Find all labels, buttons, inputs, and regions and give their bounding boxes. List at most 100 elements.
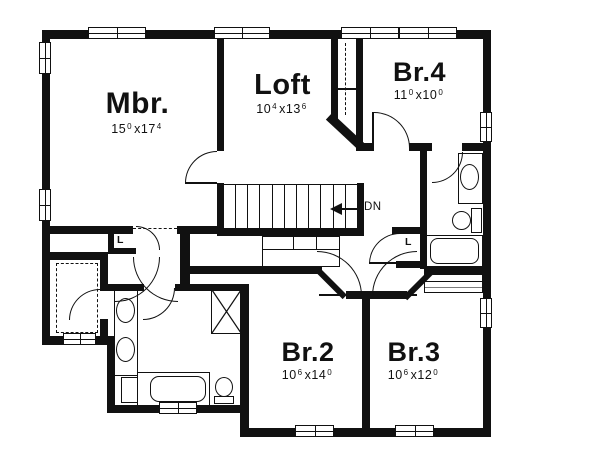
- dim-sup: 6: [301, 102, 307, 112]
- window-icon: [63, 333, 96, 345]
- wall-segment: [42, 252, 108, 260]
- wall-segment: [392, 227, 426, 234]
- dim-times: x: [134, 121, 141, 136]
- chase-dashed-line: [345, 43, 346, 115]
- wall-segment: [107, 336, 115, 413]
- toilet-icon: [452, 211, 471, 230]
- br4-door-arc: [374, 112, 410, 148]
- dim-value: 12: [417, 368, 433, 383]
- stair-tread: [247, 185, 248, 228]
- chase-line: [338, 88, 357, 90]
- window-icon: [159, 402, 197, 414]
- wall-segment: [331, 39, 338, 120]
- dim-value: 10: [422, 88, 438, 103]
- dim-sup: 6: [297, 368, 303, 378]
- linen-closet-label: L: [405, 236, 412, 248]
- linen-closet-label: L: [117, 234, 124, 246]
- wall-segment: [175, 284, 249, 291]
- door-leaf: [372, 112, 374, 148]
- stair-tread: [296, 185, 297, 228]
- dim-sup: 0: [433, 368, 439, 378]
- window-icon: [39, 189, 51, 221]
- wall-segment: [217, 228, 363, 236]
- door-leaf: [374, 294, 417, 296]
- dim-sup: 6: [403, 368, 409, 378]
- dim-value: 11: [393, 88, 408, 103]
- room-name: Br.4: [392, 57, 447, 87]
- wall-segment: [362, 291, 370, 437]
- stair-tread: [284, 185, 285, 228]
- toilet-tank: [471, 208, 482, 233]
- wall-segment: [217, 39, 224, 151]
- window-icon: [341, 27, 399, 39]
- stair-tread: [345, 185, 346, 228]
- sink-icon: [116, 337, 135, 362]
- bathtub-basin: [430, 238, 479, 264]
- dim-sup: 0: [127, 121, 133, 131]
- wall-segment: [424, 266, 484, 274]
- dim-sup: 4: [156, 121, 162, 131]
- window-pane-line: [40, 58, 50, 59]
- wall-segment: [100, 319, 108, 338]
- wall-segment: [409, 143, 432, 151]
- window-pane-line: [481, 313, 491, 314]
- wall-segment: [483, 30, 491, 437]
- window-pane-line: [428, 28, 429, 38]
- wall-segment: [240, 284, 249, 437]
- window-icon: [295, 425, 334, 437]
- linen-left-door-arc: [136, 226, 160, 250]
- window-pane-line: [481, 127, 491, 128]
- wall-segment: [100, 258, 108, 291]
- wall-segment: [356, 39, 363, 149]
- toilet-tank: [214, 396, 234, 404]
- dim-value: 10: [256, 102, 272, 117]
- dim-value: 15: [111, 121, 127, 136]
- dim-value: 10: [281, 368, 297, 383]
- wall-segment: [420, 150, 427, 269]
- wall-segment: [108, 232, 114, 252]
- room-name: Br.3: [387, 337, 441, 367]
- wall-segment: [108, 248, 136, 254]
- staircase: [223, 184, 363, 228]
- dim-times: x: [304, 368, 312, 383]
- window-icon: [399, 27, 457, 39]
- wall-segment: [49, 226, 133, 234]
- wall-segment: [177, 226, 223, 234]
- dim-sup: 0: [327, 368, 333, 378]
- window-pane-line: [178, 403, 179, 413]
- shower-x-icon: [211, 289, 242, 334]
- stair-tread: [235, 185, 236, 228]
- sink-icon: [460, 164, 479, 190]
- window-pane-line: [79, 334, 81, 344]
- dim-value: 17: [140, 121, 156, 136]
- room-name: Br.2: [281, 337, 335, 367]
- down-arrow-shaft: [342, 208, 364, 210]
- dim-times: x: [415, 88, 423, 103]
- stairs-down-label: DN: [364, 201, 382, 213]
- wall-segment: [186, 266, 322, 274]
- wall-segment: [42, 30, 50, 345]
- window-pane-line: [242, 28, 243, 38]
- dim-times: x: [279, 102, 286, 117]
- window-icon: [480, 112, 492, 142]
- dim-sup: 0: [438, 88, 444, 98]
- window-icon: [395, 425, 434, 437]
- stair-tread: [259, 185, 260, 228]
- stair-tread: [320, 185, 321, 228]
- window-icon: [88, 27, 146, 39]
- wall-segment: [462, 143, 484, 151]
- window-pane-line: [314, 426, 316, 436]
- stair-tread: [272, 185, 273, 228]
- wall-segment: [217, 183, 224, 236]
- window-pane-line: [40, 205, 50, 206]
- bathtub-basin: [150, 376, 206, 402]
